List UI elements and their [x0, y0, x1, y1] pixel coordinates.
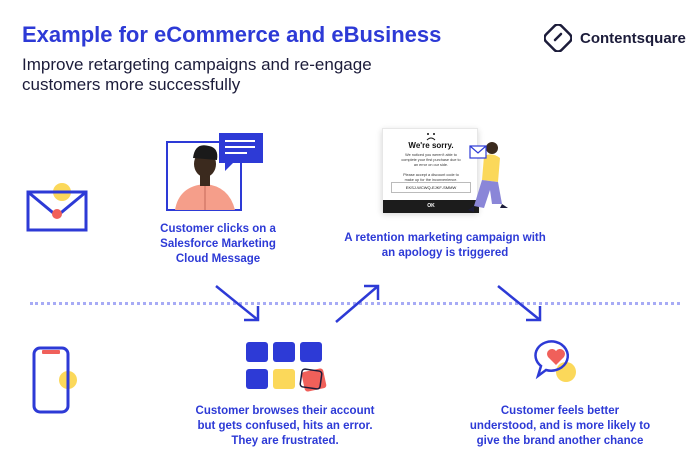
- popup-body: We noticed you weren't able to complete …: [401, 153, 461, 182]
- arrow-down-right-icon: [215, 285, 260, 322]
- heart-chat-icon: [534, 340, 576, 382]
- smartphone-icon: [32, 346, 77, 414]
- sad-face-icon: [426, 133, 436, 141]
- step-1-caption: Customer clicks on a Salesforce Marketin…: [160, 223, 276, 265]
- popup-discount-code: EKSJ-WCWQ-EJKF-SMMW: [391, 182, 471, 193]
- brand-name: Contentsquare: [580, 29, 686, 47]
- envelope-icon: [26, 183, 88, 232]
- page-subtitle: Improve retargeting campaigns and re-eng…: [22, 55, 372, 94]
- step-3-caption: A retention marketing campaign with an a…: [344, 232, 546, 259]
- brand-logo: Contentsquare: [544, 24, 686, 52]
- popup-ok-button[interactable]: OK: [383, 200, 479, 213]
- apology-popup-icon: We're sorry. We noticed you weren't able…: [382, 128, 479, 213]
- divider-line: [30, 302, 680, 305]
- arrow-up-right-icon: [335, 284, 380, 323]
- person-with-message-icon: [166, 133, 263, 211]
- step-2-caption: Customer browses their account but gets …: [195, 405, 375, 447]
- app-grid-icon: [246, 342, 327, 392]
- step-4-caption: Customer feels better understood, and is…: [469, 405, 651, 447]
- popup-title: We're sorry.: [408, 141, 454, 150]
- page-title: Example for eCommerce and eBusiness: [22, 22, 442, 47]
- person-holding-envelope-icon: [468, 142, 508, 212]
- contentsquare-logo-icon: [544, 24, 572, 52]
- arrow-down-right-icon: [497, 285, 542, 322]
